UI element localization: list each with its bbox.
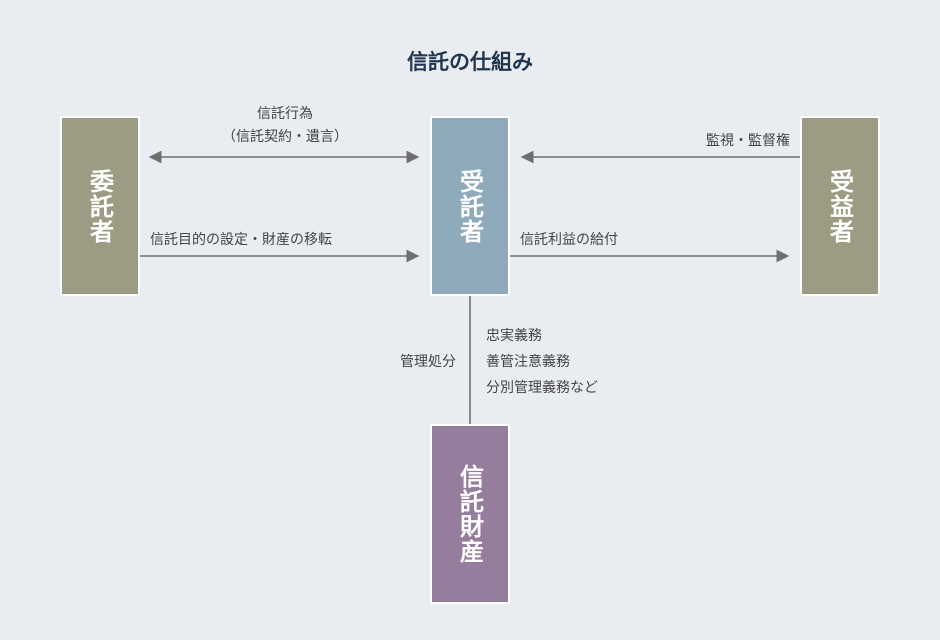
property-label: 信託財産: [455, 464, 484, 564]
beneficiary-node: 受益者: [800, 116, 880, 296]
property-node: 信託財産: [430, 424, 510, 604]
trustee-label: 受託者: [455, 168, 484, 244]
beneficiary-label: 受益者: [825, 168, 854, 244]
transfer-label: 信託目的の設定・財産の移転: [150, 232, 332, 248]
supervision-label: 監視・監督権: [706, 133, 790, 149]
trust-act-sublabel: （信託契約・遺言）: [222, 129, 348, 145]
duty-item: 善管注意義務: [486, 354, 570, 370]
settlor-node: 委託者: [60, 116, 140, 296]
trust-act-label: 信託行為: [257, 106, 313, 122]
duty-item: 分別管理義務など: [486, 380, 598, 396]
benefit-label: 信託利益の給付: [520, 232, 618, 248]
trustee-node: 受託者: [430, 116, 510, 296]
diagram-title: 信託の仕組み: [407, 50, 533, 74]
management-label: 管理処分: [400, 354, 456, 370]
duty-item: 忠実義務: [486, 328, 542, 344]
settlor-label: 委託者: [85, 168, 114, 244]
